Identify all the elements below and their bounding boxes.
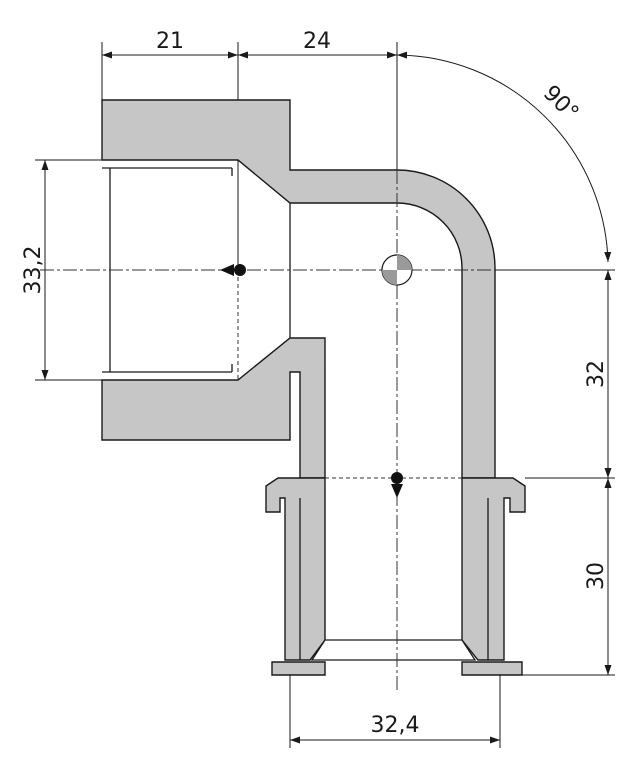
- dim-socket-diameter: 33,2: [21, 246, 46, 295]
- dim-elbow-offset: 24: [303, 29, 331, 54]
- dim-thread-diameter: 32,4: [371, 713, 420, 738]
- dimension-lines: [41, 51, 612, 744]
- dim-angle: 90°: [538, 81, 583, 126]
- insertion-marker-bottom: [391, 472, 403, 498]
- dim-socket-length: 21: [156, 29, 184, 54]
- elbow-body: [101, 99, 526, 676]
- dim-thread-length: 30: [584, 562, 609, 590]
- dim-leg-height: 32: [584, 360, 609, 388]
- insertion-marker-left: [220, 264, 246, 276]
- center-of-gravity-symbol: [381, 254, 413, 286]
